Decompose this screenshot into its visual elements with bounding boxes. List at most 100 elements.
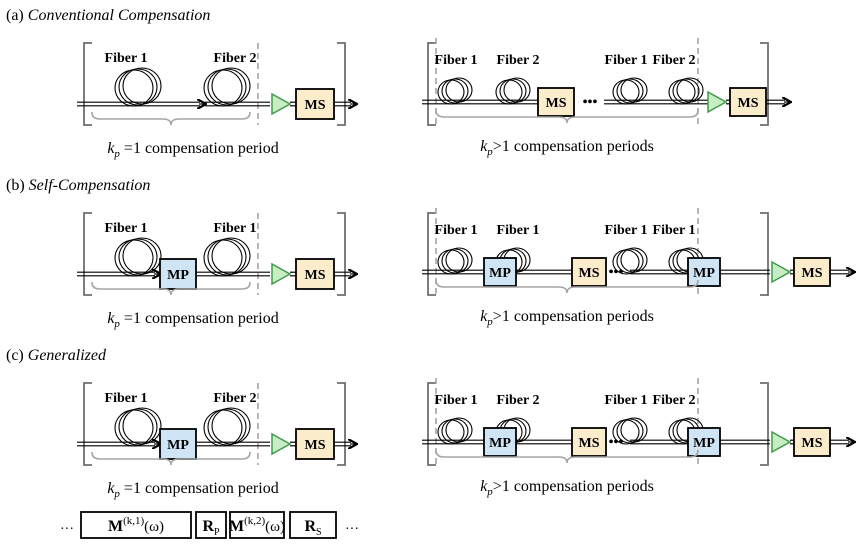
period-caption: kp>1 compensation periods (480, 138, 654, 158)
ellipsis-left: ··· (60, 522, 74, 537)
fiber-path (205, 101, 270, 107)
fiber-path (77, 101, 165, 107)
output-arrow (334, 272, 356, 276)
ms-box: MS (571, 427, 607, 457)
period-brace (91, 111, 251, 126)
ms-box: MS (295, 428, 335, 460)
section-title: (a) Conventional Compensation (6, 7, 210, 24)
mp-box: MP (159, 428, 197, 460)
fiber-label: Fiber 1 (435, 393, 478, 408)
ms-box: MS (793, 427, 831, 457)
ms-box: MS (295, 88, 335, 120)
fiber-path (516, 439, 572, 445)
fiber-path (516, 269, 572, 275)
ms-box-label: MS (738, 96, 759, 111)
left-bracket (427, 212, 436, 296)
fiber-label: Fiber 1 (435, 53, 478, 68)
fiber-path (77, 441, 125, 447)
fiber-path (422, 269, 484, 275)
fiber-coil-icon (114, 407, 162, 447)
ms-box: MS (295, 258, 335, 290)
matrix-m1-label: M(k,1)(ω) (108, 515, 164, 535)
continuation-dots: ••• (609, 265, 624, 280)
mp-box-label: MP (489, 436, 511, 451)
period-caption: kp>1 compensation periods (480, 478, 654, 498)
ms-box: MS (729, 87, 767, 117)
period-brace (91, 281, 251, 296)
mp-box-label: MP (693, 436, 715, 451)
mp-box: MP (159, 258, 197, 290)
right-bracket (337, 382, 346, 466)
ms-box: MS (571, 257, 607, 287)
period-caption: kp =1 compensation period (107, 140, 278, 160)
fiber-path (720, 269, 770, 275)
panel-single-period: Fiber 1 Fiber 2 MS kp =1 compensation perio… (77, 42, 356, 160)
fiber-coil-icon (203, 67, 251, 107)
fiber-path (720, 439, 770, 445)
right-bracket (337, 212, 346, 296)
ms-box-label: MS (546, 96, 567, 111)
mp-box: MP (483, 257, 517, 287)
ms-box-label: MS (802, 266, 823, 281)
mp-box: MP (687, 257, 721, 287)
fiber-path (290, 101, 296, 107)
matrix-m2-label: M(k,2)(ω) (229, 515, 285, 535)
fiber-path (77, 271, 125, 277)
ms-box-label: MS (579, 266, 600, 281)
amplifier-icon (271, 432, 292, 456)
period-brace (435, 279, 699, 294)
matrix-rp-label: RP (202, 518, 220, 538)
fiber-label: Fiber 1 (105, 51, 148, 66)
signal-arrow (125, 442, 160, 446)
right-bracket (760, 382, 769, 466)
fiber-path (196, 271, 270, 277)
output-arrow (334, 442, 356, 446)
amplifier-icon (771, 260, 792, 284)
period-brace (435, 109, 699, 124)
fiber-path (290, 271, 296, 277)
fiber-label: Fiber 1 (653, 223, 696, 238)
output-arrow (830, 440, 854, 444)
period-brace (91, 451, 251, 466)
fiber-label: Fiber 2 (653, 53, 696, 68)
mp-box: MP (687, 427, 721, 457)
signal-arrow (125, 272, 160, 276)
fiber-label: Fiber 1 (105, 221, 148, 236)
fiber-path (630, 269, 688, 275)
ms-box-label: MS (305, 98, 326, 113)
output-arrow (334, 102, 356, 106)
mp-box-label: MP (167, 268, 189, 283)
right-bracket (760, 212, 769, 296)
amplifier-icon (271, 92, 292, 116)
fiber-path (196, 441, 270, 447)
left-bracket (427, 382, 436, 466)
fiber-coil-icon (668, 77, 704, 105)
fiber-label: Fiber 2 (214, 51, 257, 66)
period-brace (435, 449, 699, 464)
matrix-rs-label: RS (304, 518, 321, 538)
fiber-path (290, 441, 296, 447)
section-title: (c) Generalized (6, 347, 107, 364)
fiber-coil-icon (612, 417, 648, 445)
matrix-rp: RP (195, 511, 227, 539)
fiber-label: Fiber 2 (497, 393, 540, 408)
amplifier-icon (771, 430, 792, 454)
fiber-label: Fiber 1 (105, 391, 148, 406)
right-bracket (337, 42, 346, 126)
section-title: (b) Self-Compensation (6, 177, 150, 194)
fiber-label: Fiber 1 (605, 223, 648, 238)
mp-box: MP (483, 427, 517, 457)
fiber-coil-icon (114, 237, 162, 277)
ms-box-label: MS (305, 438, 326, 453)
fiber-label: Fiber 2 (214, 391, 257, 406)
continuation-dots: ••• (609, 435, 624, 450)
fiber-path (422, 99, 538, 105)
mp-box-label: MP (693, 266, 715, 281)
